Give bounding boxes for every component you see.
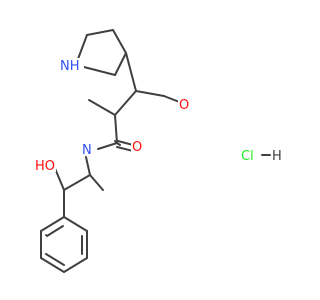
- bond: [112, 29, 127, 54]
- bond: [85, 156, 91, 176]
- bond: [88, 99, 116, 116]
- methoxy-oxygen-label: O: [179, 98, 189, 113]
- label-mask: [82, 142, 94, 156]
- bond: [63, 174, 91, 191]
- bond: [45, 253, 65, 266]
- bond: [114, 52, 127, 76]
- chlorine-label: Cl: [241, 149, 254, 164]
- structure-canvas: NH O O N H HO Cl H: [34, 29, 282, 273]
- bond: [116, 146, 134, 152]
- hydroxyl-label: HO: [35, 159, 55, 174]
- pyrrolidine-ring: [77, 29, 127, 76]
- hcl-hydrogen-label: H: [272, 149, 282, 164]
- label-mask: [62, 58, 84, 72]
- bond: [114, 114, 118, 144]
- bond: [86, 29, 114, 36]
- bond: [97, 142, 118, 150]
- carbonyl-oxygen-label: O: [132, 140, 142, 155]
- benzene-ring: [40, 216, 88, 273]
- bond: [46, 225, 64, 237]
- bond: [135, 90, 165, 97]
- bond: [117, 140, 134, 146]
- label-mask: [131, 138, 143, 152]
- amide-nitrogen-label: N: [82, 143, 92, 158]
- molecule-drawing: NH O O N H HO Cl H: [34, 29, 282, 273]
- bond: [125, 52, 137, 92]
- bond: [63, 216, 88, 232]
- nh-label: NH: [60, 59, 80, 74]
- bond: [89, 174, 104, 191]
- label-mask: [34, 158, 56, 172]
- bond: [114, 90, 137, 116]
- bond: [79, 65, 116, 76]
- backbone-bonds: [53, 52, 183, 218]
- label-mask: [178, 97, 190, 111]
- bond: [40, 216, 65, 232]
- bond: [40, 257, 65, 273]
- bond: [63, 257, 88, 273]
- bond: [77, 34, 88, 60]
